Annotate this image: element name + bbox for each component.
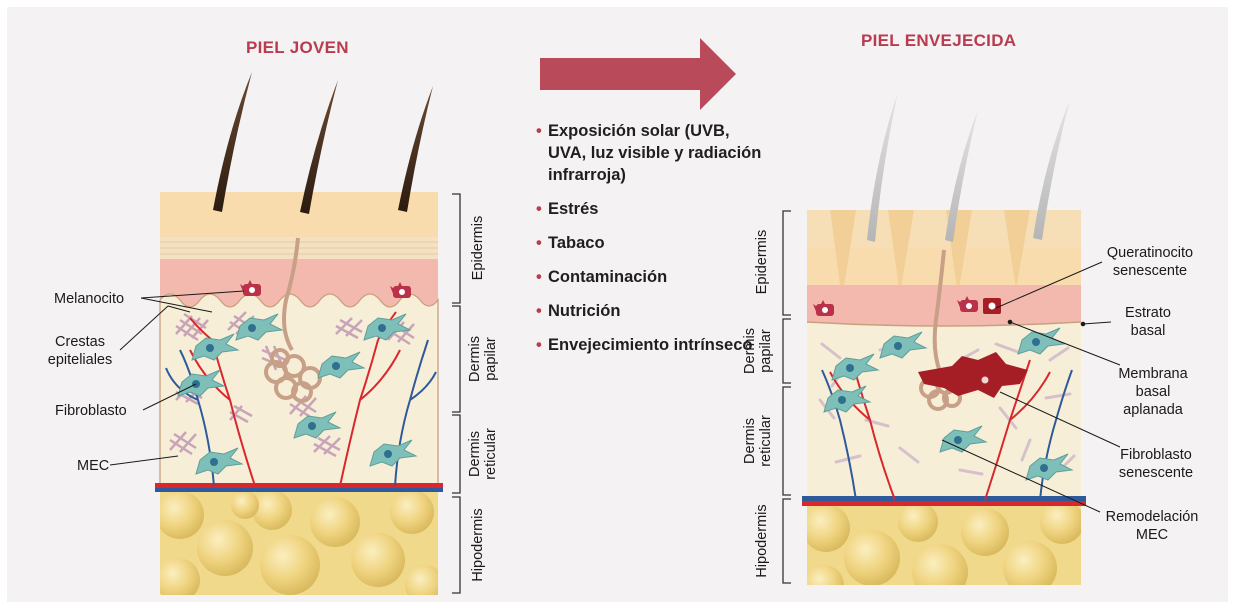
layer-label-hipodermis-aged: Hipodermis [754, 504, 770, 577]
epidermis-layer [160, 192, 438, 237]
aging-factors-list: Exposición solar (UVB, UVA, luz visible … [536, 120, 766, 368]
aged-skin-block [802, 92, 1086, 605]
factor-item: Nutrición [536, 300, 766, 322]
layer-label-epidermis: Epidermis [470, 216, 486, 280]
hair [213, 72, 252, 212]
factor-item: Estrés [536, 198, 766, 220]
factor-item: Contaminación [536, 266, 766, 288]
label-mec: MEC [77, 457, 109, 475]
young-skin-block [155, 72, 445, 605]
factor-item: Envejecimiento intrínseco [536, 334, 766, 356]
aged-layer-brackets [783, 211, 791, 583]
factor-item: Tabaco [536, 232, 766, 254]
young-layer-brackets [452, 194, 460, 593]
title-young-skin: PIEL JOVEN [246, 38, 349, 58]
basal-layer [807, 285, 1081, 326]
factor-item: Exposición solar (UVB, UVA, luz visible … [536, 120, 766, 186]
label-fibroblasto: Fibroblasto [55, 402, 127, 420]
layer-label-hipodermis: Hipodermis [470, 508, 486, 581]
label-melanocito: Melanocito [54, 290, 124, 308]
title-aged-skin: PIEL ENVEJECIDA [861, 31, 1016, 51]
aging-arrow [540, 38, 736, 110]
